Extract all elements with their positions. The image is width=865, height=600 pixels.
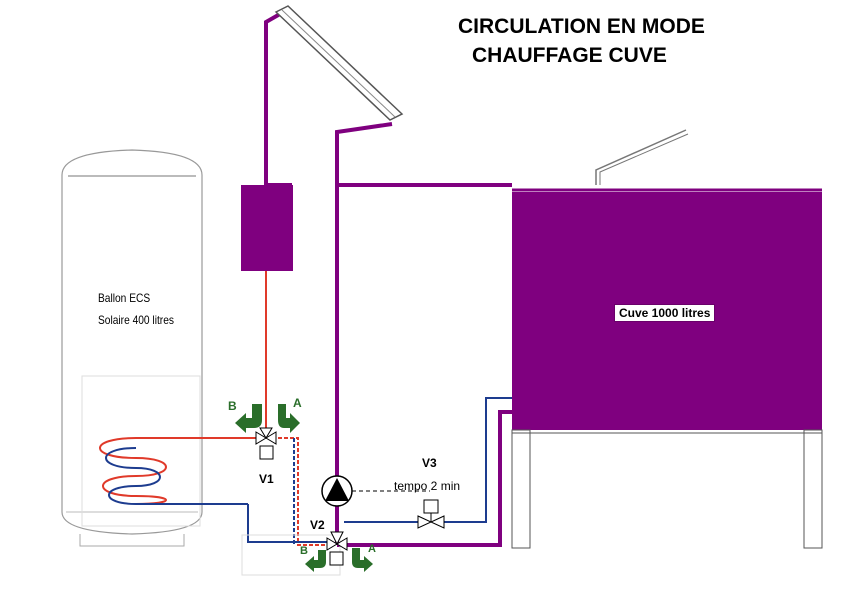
ballon-label: Ballon ECS Solaire 400 litres — [98, 287, 174, 331]
ballon-label-line-2: Solaire 400 litres — [98, 313, 174, 327]
v2-label: V2 — [310, 518, 325, 532]
v1-output-pipe — [272, 437, 330, 546]
arrow-v2-a-icon — [352, 548, 373, 572]
v1-label: V1 — [259, 472, 274, 486]
arrow-v1-b-icon — [235, 404, 262, 433]
title-line-2: CHAUFFAGE CUVE — [472, 44, 667, 67]
title-line-1: CIRCULATION EN MODE — [458, 15, 705, 38]
v3-valve — [417, 499, 445, 529]
cuve-tank — [511, 129, 823, 549]
v1-port-b-label: B — [228, 399, 237, 413]
solar-collector — [274, 5, 404, 121]
tempo-label: tempo 2 min — [394, 479, 461, 493]
cuve-label: Cuve 1000 litres — [614, 304, 716, 322]
heat-exchanger-coil — [99, 437, 258, 505]
ballon-label-line-1: Ballon ECS — [98, 291, 151, 305]
arrow-v2-b-icon — [305, 550, 326, 572]
collector-circuit — [264, 12, 512, 547]
heat-exchanger-box — [241, 185, 293, 271]
arrow-v1-a-icon — [278, 404, 300, 433]
v3-label: V3 — [422, 456, 437, 470]
circulator-pump — [321, 475, 430, 507]
v2-port-a-label: A — [368, 543, 376, 555]
cold-return-pipe — [247, 504, 330, 543]
flow-arrows — [235, 404, 373, 572]
v1-valve — [255, 427, 277, 460]
pipe-v3-to-tank — [444, 397, 512, 523]
v1-port-a-label: A — [293, 396, 302, 410]
v2-port-b-label: B — [300, 545, 308, 557]
v2-valve — [326, 531, 348, 566]
